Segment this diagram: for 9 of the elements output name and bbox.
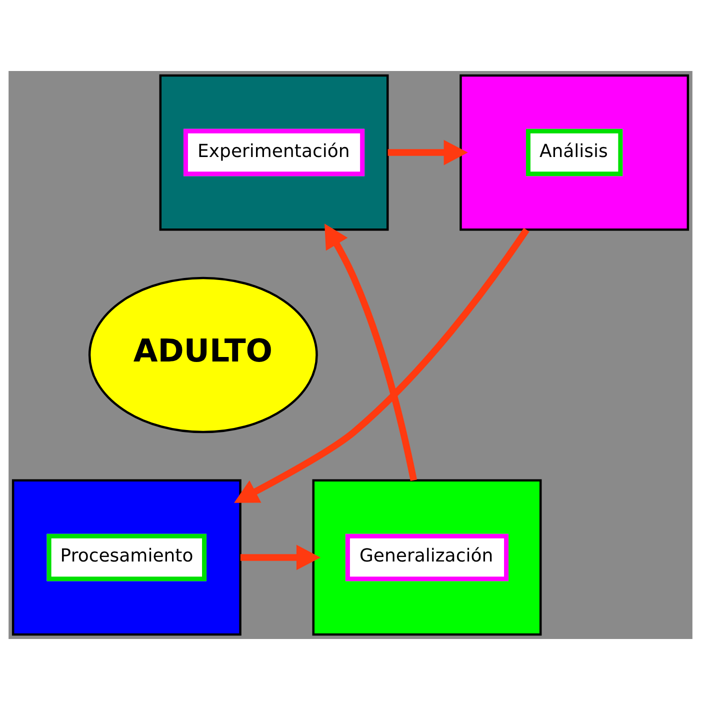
node-box: Análisis: [460, 74, 690, 230]
node-box: Procesamiento: [12, 478, 242, 636]
node-ellipse: ADULTO: [88, 276, 318, 433]
node-box: Generalización: [312, 478, 542, 636]
arrow: [324, 223, 418, 481]
arrow: [240, 544, 321, 570]
node-box: Experimentación: [159, 74, 389, 230]
arrow: [388, 139, 468, 165]
arrow: [234, 227, 530, 502]
